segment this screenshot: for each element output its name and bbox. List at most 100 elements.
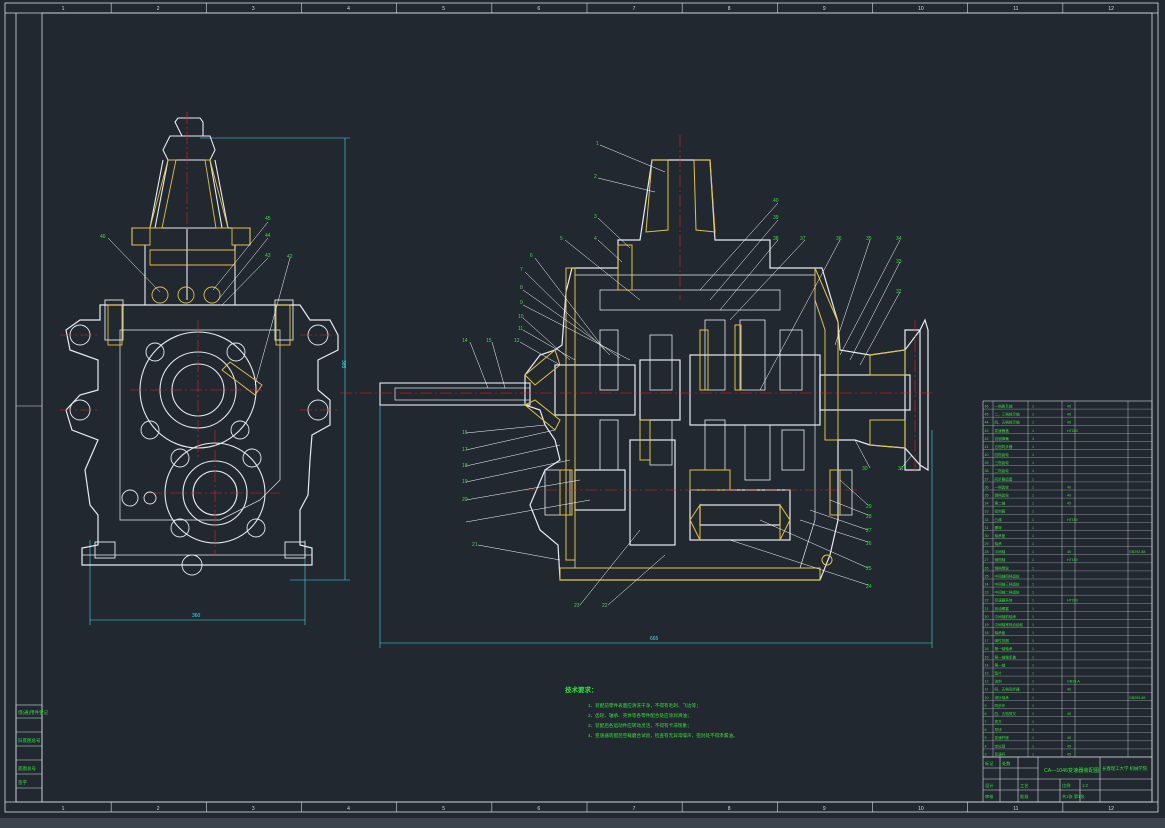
callout: 46: [100, 234, 106, 240]
callout: 31: [898, 466, 904, 472]
bom-cell-name: 二、三档拨叉轴: [995, 412, 1021, 417]
callout: 36: [836, 236, 842, 242]
callout: 27: [866, 528, 872, 534]
bom-cell-no: 5: [985, 736, 987, 740]
bom-cell-qty: 1: [1032, 680, 1034, 684]
dim-width-value: 360: [192, 613, 201, 619]
bom-cell-qty: 1: [1032, 469, 1034, 473]
bom-cell-qty: 1: [1032, 647, 1034, 651]
bom-cell-name: 一档齿轮: [995, 484, 1010, 489]
bom-cell-name: 四、五档同步器: [995, 687, 1021, 692]
side-view: 360 385: [16, 112, 350, 625]
bom-cell-no: 14: [985, 663, 989, 667]
side-view-dimensions: [89, 137, 350, 625]
bom-cell-name: 放油螺塞: [995, 606, 1010, 611]
frame-column-number: 1: [62, 6, 65, 12]
bom-cell-qty: 3: [1032, 437, 1034, 441]
side-view-hatching: [107, 159, 291, 396]
frame-column-number: 1: [62, 806, 65, 812]
bom-cell-name: 中间轴常啮合齿轮: [995, 622, 1024, 627]
gearbox-housing-side: [65, 304, 339, 566]
bom-cell-no: 20: [985, 615, 989, 619]
bom-cell-qty: 1: [1032, 574, 1034, 578]
bom-cell-qty: 1: [1032, 518, 1034, 522]
bom-cell-no: 28: [985, 550, 989, 554]
bom-cell-qty: 1: [1032, 429, 1034, 433]
bom-cell-no: 26: [985, 566, 989, 570]
callout: 24: [866, 584, 872, 590]
frame-column-number: 6: [537, 6, 540, 12]
callout: 30: [862, 466, 868, 472]
bom-cell-name: 第一轴: [995, 662, 1006, 667]
bom-cell-mat: 45: [1067, 752, 1071, 756]
bom-cell-name: 倒档齿轮: [995, 492, 1010, 497]
frame-column-number: 6: [537, 806, 540, 812]
callout: 29: [866, 504, 872, 510]
section-dimension: [379, 390, 933, 648]
bom-cell-name: 变速杆座: [995, 735, 1010, 740]
callout: 17: [462, 447, 468, 453]
section-callouts: 1 2 3 4 5 6 7 8 9 10 11 12 14 15 40 39 3…: [462, 141, 904, 609]
callout: 42: [287, 254, 293, 260]
bom-cell-name: 中间轴: [995, 549, 1006, 554]
bom-cell-name: 第二轴: [995, 501, 1006, 506]
bom-cell-note: GB290-89: [1129, 696, 1145, 700]
bom-cell-no: 44: [985, 421, 989, 425]
bom-cell-qty: 1: [1032, 526, 1034, 530]
bom-cell-no: 9: [985, 704, 987, 708]
bom-cell-no: 42: [985, 437, 989, 441]
frame-column-number: 4: [347, 806, 350, 812]
side-view-callouts: 46 45 44 43 42: [100, 216, 293, 260]
bom-cell-name: 中间轴四档齿轮: [995, 573, 1021, 578]
title-block-label: 审核: [985, 793, 994, 800]
bom-cell-name: 中间轴二档齿轮: [995, 590, 1021, 595]
bom-cell-name: 中间轴三档齿轮: [995, 581, 1021, 586]
bom-cell-name: 三档齿轮: [995, 460, 1010, 465]
stamp-label: 借(通)用件登记: [18, 709, 48, 716]
bom-cell-name: 倒档轴: [995, 557, 1006, 562]
callout: 11: [518, 326, 523, 332]
bom-cell-no: 27: [985, 558, 989, 562]
gear-blocks: [544, 319, 853, 516]
bom-cell-qty: 1: [1032, 696, 1034, 700]
dim-length-value: 665: [650, 636, 659, 642]
bom-cell-qty: 1: [1032, 720, 1034, 724]
frame-column-number: 5: [442, 6, 445, 12]
bom-cell-name: 四档齿轮: [995, 452, 1010, 457]
callout: 7: [520, 267, 523, 273]
note-item: 1、装配前零件表面应清洗干净，不得有毛刺、飞边等；: [588, 702, 701, 709]
bom-cell-no: 13: [985, 671, 989, 675]
bom-cell-name: 四、五档拨叉轴: [995, 420, 1021, 425]
side-view-leaders: [107, 221, 291, 386]
bom-cell-no: 23: [985, 591, 989, 595]
outer-frame: [4, 2, 1159, 813]
bom-cell-qty: 1: [1032, 413, 1034, 417]
bom-cell-name: 一档拨叉轴: [995, 403, 1013, 408]
frame-column-number: 5: [442, 806, 445, 812]
callout: 20: [462, 497, 468, 503]
school-name: 长春理工大学 机械学院: [1102, 765, 1148, 772]
bom-cell-no: 24: [985, 582, 989, 586]
scale-value: 1:2: [1082, 783, 1088, 788]
callout: 8: [520, 285, 523, 291]
callout: 26: [866, 541, 872, 547]
status-bar: [0, 818, 1165, 828]
frame-column-number: 10: [918, 806, 924, 812]
bom-cell-name: 变速器盖: [995, 428, 1010, 433]
bom-cell-mat: HT150: [1067, 518, 1078, 522]
bom-cell-name: 弹性挡圈: [995, 638, 1010, 643]
bom-cell-name: 中间轴前轴承: [995, 614, 1017, 619]
stamp-label: 旧底图总号: [18, 737, 41, 744]
bom-cell-name: 第一轴轴承盖: [995, 654, 1017, 659]
section-view: 665: [340, 135, 935, 648]
bom-cell-qty: 1: [1032, 566, 1034, 570]
bom-cell-qty: 1: [1032, 534, 1034, 538]
bom-cell-qty: 1: [1032, 704, 1034, 708]
title-block-label: 批准: [1020, 793, 1028, 800]
bom-cell-no: 21: [985, 607, 989, 611]
bom-cell-no: 33: [985, 510, 989, 514]
side-view-centerlines: [60, 112, 340, 555]
drawing-title: CA—1046变速器装配图: [1044, 766, 1099, 774]
bom-cell-mat: 45: [1067, 404, 1071, 408]
